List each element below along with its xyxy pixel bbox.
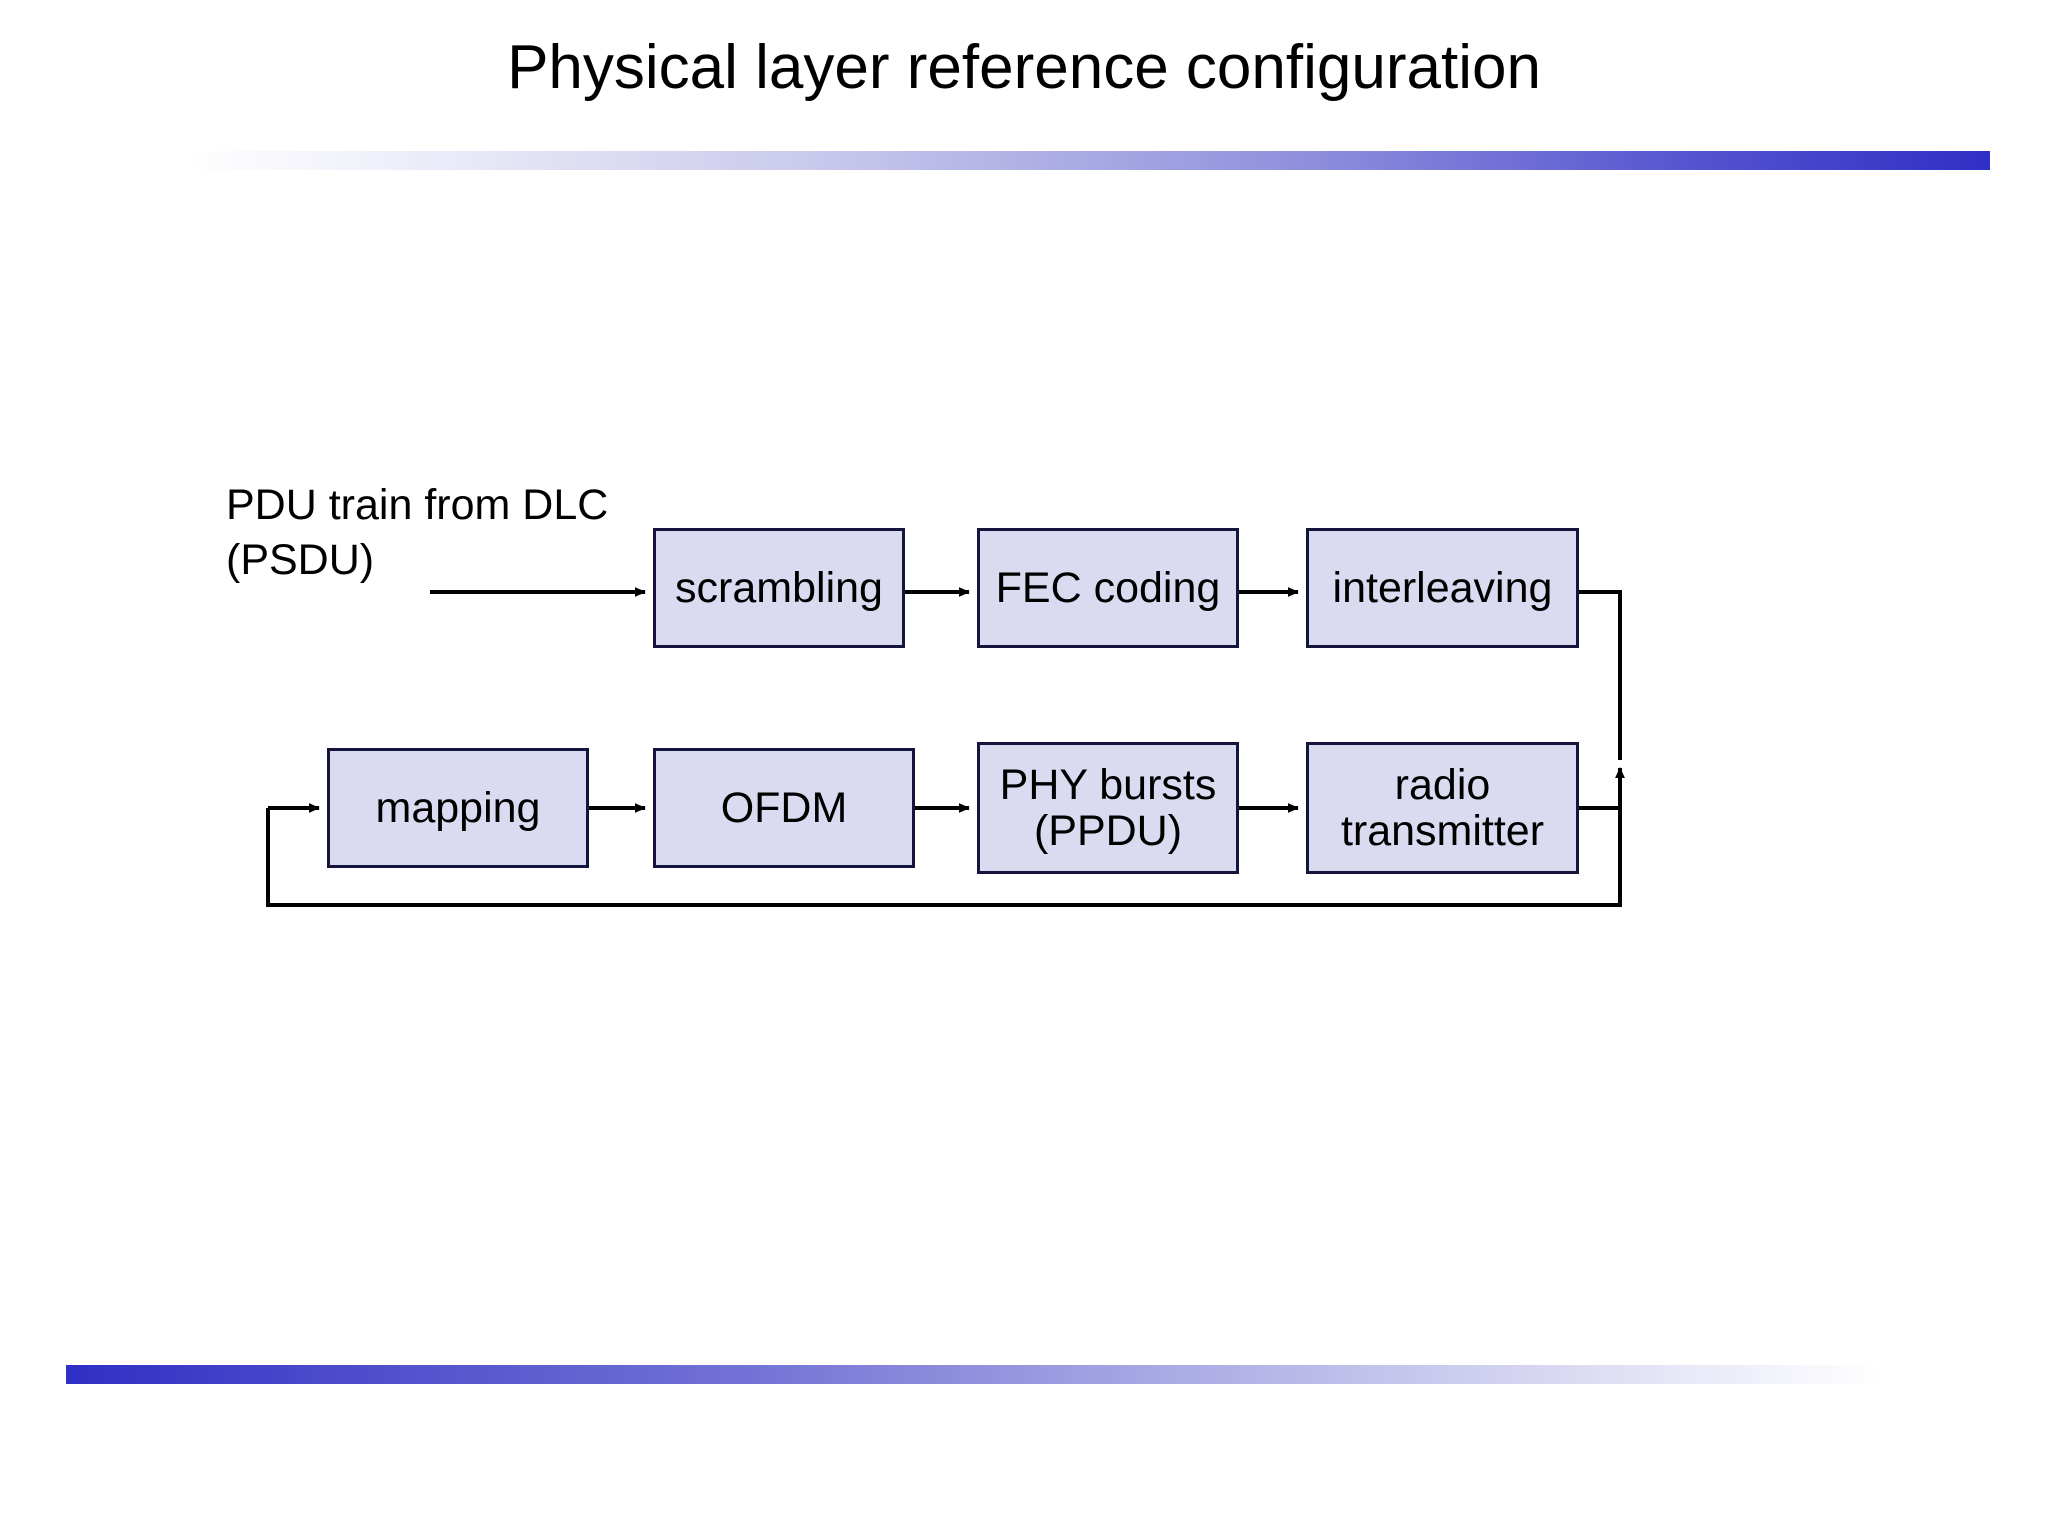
- node-fec-coding[interactable]: FEC coding: [977, 528, 1239, 648]
- node-phy-bursts[interactable]: PHY bursts (PPDU): [977, 742, 1239, 874]
- connector-radio-to-junction-up: [1579, 767, 1625, 810]
- connector-interleaving-to-junction: [1579, 590, 1622, 760]
- connector-feedback-loop: [266, 808, 1622, 907]
- node-scrambling[interactable]: scrambling: [653, 528, 905, 648]
- title-divider-bar: [185, 151, 1990, 170]
- footer-divider-bar: [66, 1365, 1878, 1384]
- node-ofdm[interactable]: OFDM: [653, 748, 915, 868]
- node-mapping[interactable]: mapping: [327, 748, 589, 868]
- node-radio-transmitter[interactable]: radio transmitter: [1306, 742, 1579, 874]
- page-title: Physical layer reference configuration: [507, 33, 1541, 102]
- node-interleaving[interactable]: interleaving: [1306, 528, 1579, 648]
- source-label: PDU train from DLC (PSDU): [226, 481, 609, 585]
